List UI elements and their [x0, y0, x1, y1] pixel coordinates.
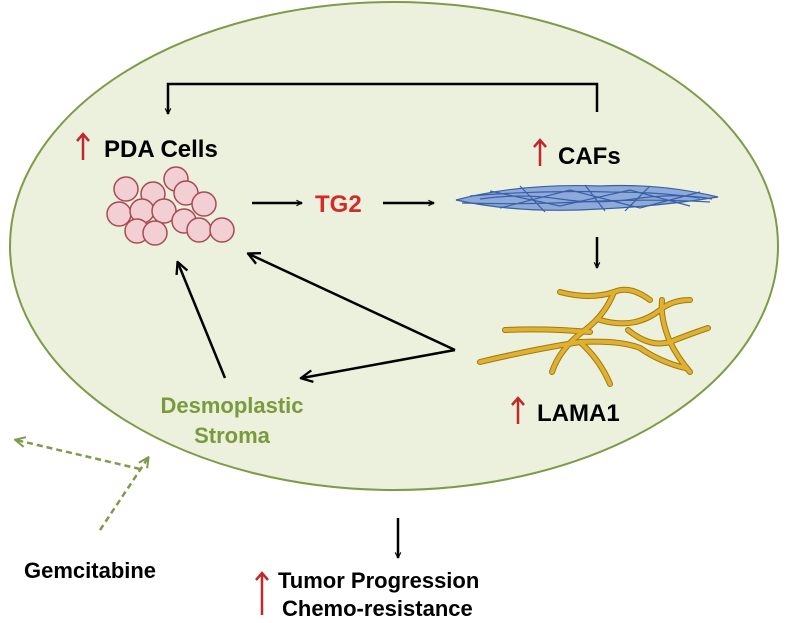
tumor-ellipse	[9, 1, 779, 491]
desmoplastic-stroma-label-line1: Desmoplastic	[160, 393, 303, 418]
cafs-label-group: CAFs	[533, 138, 621, 170]
pda-cells-label-group: PDA Cells	[76, 132, 218, 163]
tg2-label: TG2	[315, 191, 362, 218]
chemo-resistance-label: Chemo-resistance	[282, 596, 473, 621]
feedback-arrow-cafs-to-pda	[168, 82, 599, 114]
desmoplastic-stroma-label-line2: Stroma	[194, 423, 271, 448]
lama1-fiber-icon	[477, 286, 711, 387]
arrow-stroma-to-pda	[178, 263, 227, 379]
up-arrow-icon	[76, 132, 90, 160]
up-arrow-icon	[533, 138, 547, 166]
pda-cell-cluster-icon	[106, 166, 235, 246]
arrow-lama1-to-stroma	[302, 348, 456, 378]
gemcitabine-blocked-arrow	[16, 440, 148, 531]
arrow-lama1-to-pda	[249, 254, 456, 352]
cafs-label: CAFs	[558, 143, 621, 170]
up-arrow-icon	[511, 396, 525, 424]
tumor-progression-label: Tumor Progression	[278, 568, 479, 593]
outcome-label-group: Tumor Progression Chemo-resistance	[255, 568, 479, 621]
caf-fibroblast-icon	[455, 184, 719, 213]
pda-cells-label: PDA Cells	[104, 136, 218, 163]
gemcitabine-label: Gemcitabine	[24, 558, 156, 583]
up-arrow-icon	[255, 571, 269, 615]
lama1-label: LAMA1	[537, 400, 620, 427]
lama1-label-group: LAMA1	[511, 396, 620, 427]
